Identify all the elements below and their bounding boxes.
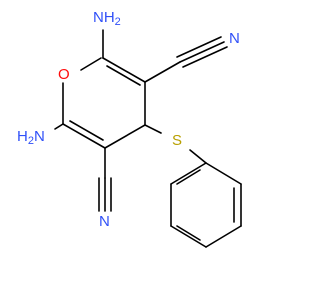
nh2-label-left: H2N <box>17 128 45 147</box>
bond-c3-cn <box>144 61 181 83</box>
bond-c4-c5 <box>104 124 146 149</box>
nitrile-nitrogen-bottom: N <box>99 213 110 230</box>
phenyl-ring <box>170 162 242 248</box>
bond-c5-c6 <box>62 123 106 149</box>
nh2-label-top: NH2 <box>93 9 121 28</box>
bond-c2-c3-second <box>106 65 141 86</box>
ring-oxygen-label: O <box>58 66 70 83</box>
pyran-ring <box>62 57 146 149</box>
bond-o-c2 <box>80 57 102 71</box>
molecule-structure: NH2 H2N O S N N <box>17 9 242 248</box>
bond-c6-nh2 <box>54 123 64 130</box>
nitrile-nitrogen-right: N <box>229 30 240 47</box>
bond-c2-c3 <box>102 57 146 83</box>
nitrile-triple-bond-bottom <box>98 177 112 212</box>
bond-c4-s <box>144 124 162 134</box>
bond-s-phenyl <box>189 149 207 164</box>
sulfur-label: S <box>172 132 182 149</box>
bond-c5-c6-second <box>69 120 104 141</box>
nitrile-triple-bond-right <box>176 36 228 68</box>
